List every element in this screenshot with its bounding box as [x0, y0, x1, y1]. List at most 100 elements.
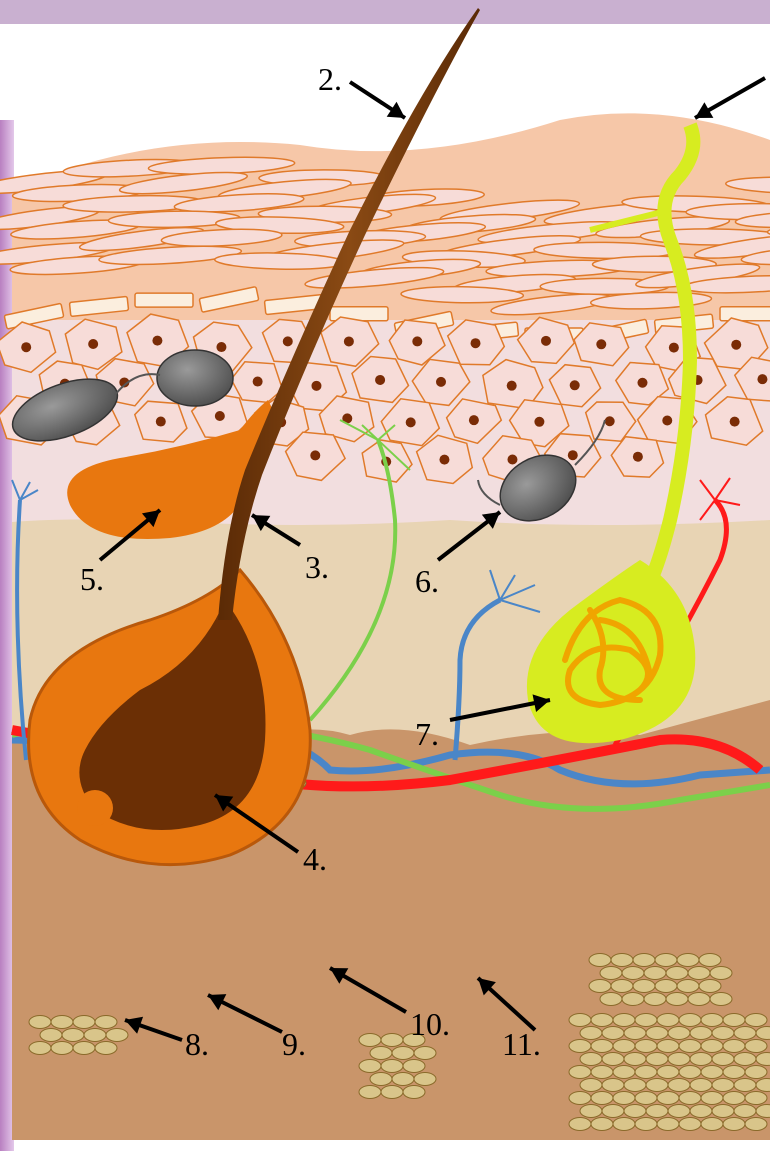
fat-cell: [29, 1016, 51, 1029]
fat-cell: [699, 954, 721, 967]
fat-cell: [414, 1047, 436, 1060]
fat-cell: [734, 1105, 756, 1118]
fat-cell: [657, 1040, 679, 1053]
cell-nucleus: [596, 339, 606, 349]
fat-cell: [668, 1053, 690, 1066]
label-sebaceous-gland: 5.: [80, 561, 104, 597]
fat-cell: [29, 1042, 51, 1055]
cell-nucleus: [570, 380, 580, 390]
cell-nucleus: [637, 378, 647, 388]
fat-cell: [622, 967, 644, 980]
fat-cell: [644, 993, 666, 1006]
fat-cell: [613, 1092, 635, 1105]
top-border: [0, 0, 770, 24]
fat-cell: [591, 1066, 613, 1079]
fat-cell: [392, 1047, 414, 1060]
fat-cell: [723, 1014, 745, 1027]
fat-cell: [569, 1066, 591, 1079]
fat-cell: [611, 980, 633, 993]
cell-nucleus: [507, 381, 517, 391]
cell-nucleus: [469, 415, 479, 425]
cell-nucleus: [88, 339, 98, 349]
fat-cell: [745, 1118, 767, 1131]
cell-nucleus: [436, 377, 446, 387]
fat-cell: [690, 1105, 712, 1118]
fat-cell: [635, 1118, 657, 1131]
label-vein: 10.: [410, 1006, 450, 1042]
fat-cell: [646, 1027, 668, 1040]
fat-cell: [699, 980, 721, 993]
cell-nucleus: [406, 417, 416, 427]
fat-cell: [633, 980, 655, 993]
fat-cell: [613, 1014, 635, 1027]
fat-cell: [633, 954, 655, 967]
fat-cell: [745, 1014, 767, 1027]
fat-cell: [51, 1042, 73, 1055]
fat-cell: [723, 1066, 745, 1079]
fat-cell: [690, 1053, 712, 1066]
fat-cell: [688, 967, 710, 980]
cell-nucleus: [669, 343, 679, 353]
fat-cell: [701, 1118, 723, 1131]
fat-cell: [712, 1053, 734, 1066]
fat-cell: [359, 1086, 381, 1099]
fat-cell: [668, 1079, 690, 1092]
fat-cell: [668, 1105, 690, 1118]
fat-cell: [624, 1079, 646, 1092]
cell-nucleus: [534, 417, 544, 427]
fat-cell: [734, 1027, 756, 1040]
cell-nucleus: [283, 336, 293, 346]
melanocyte-cell: [157, 350, 233, 406]
fat-cell: [73, 1016, 95, 1029]
cell-nucleus: [156, 417, 166, 427]
cell-nucleus: [605, 416, 615, 426]
left-border: [0, 120, 14, 1151]
fat-cell: [635, 1014, 657, 1027]
cell-nucleus: [215, 411, 225, 421]
fat-cell: [591, 1118, 613, 1131]
fat-cell: [688, 993, 710, 1006]
fat-cell: [723, 1118, 745, 1131]
fat-cell: [40, 1029, 62, 1042]
fat-cell: [414, 1073, 436, 1086]
fat-cell: [635, 1066, 657, 1079]
granular-cell: [135, 293, 193, 307]
fat-cell: [710, 993, 732, 1006]
fat-cell: [677, 954, 699, 967]
fat-cell: [734, 1053, 756, 1066]
fat-cell: [591, 1092, 613, 1105]
fat-cell: [745, 1092, 767, 1105]
fat-cell: [690, 1079, 712, 1092]
fat-cell: [668, 1027, 690, 1040]
fat-cell: [381, 1060, 403, 1073]
cell-nucleus: [21, 342, 31, 352]
fat-cell: [624, 1027, 646, 1040]
fat-cell: [646, 1053, 668, 1066]
fat-cell: [644, 967, 666, 980]
cell-nucleus: [152, 336, 162, 346]
fat-cell: [569, 1014, 591, 1027]
fat-cell: [712, 1105, 734, 1118]
cell-nucleus: [412, 336, 422, 346]
fat-cell: [602, 1105, 624, 1118]
fat-cell: [657, 1066, 679, 1079]
cell-nucleus: [507, 454, 517, 464]
fat-cell: [591, 1014, 613, 1027]
dermal-papilla: [77, 790, 113, 826]
fat-cell: [403, 1086, 425, 1099]
fat-cell: [359, 1034, 381, 1047]
fat-cell: [666, 967, 688, 980]
cell-nucleus: [216, 342, 226, 352]
fat-cell: [701, 1040, 723, 1053]
fat-cell: [646, 1105, 668, 1118]
fat-cell: [95, 1042, 117, 1055]
fat-cell: [569, 1118, 591, 1131]
cell-nucleus: [757, 374, 767, 384]
fat-cell: [723, 1040, 745, 1053]
fat-cell: [734, 1079, 756, 1092]
label-sebaceous-duct: 3.: [305, 549, 329, 585]
fat-cell: [591, 1040, 613, 1053]
fat-cell: [370, 1073, 392, 1086]
